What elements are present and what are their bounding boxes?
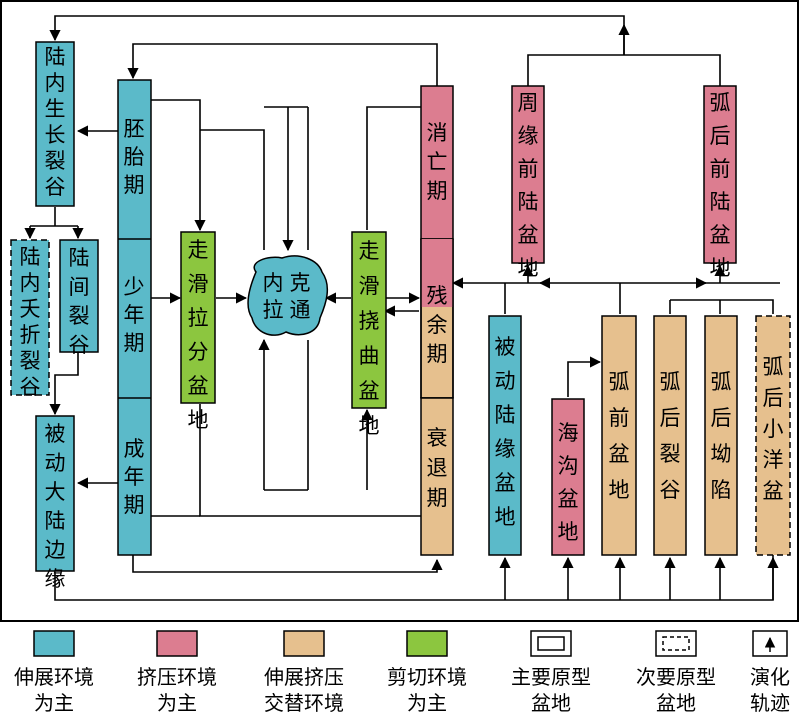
rift-growth-label: 陆内生长裂谷: [45, 45, 66, 199]
stage-remnant-label: 残余期: [427, 284, 448, 366]
backarc-ocean-label: 弧后小洋盆: [763, 355, 784, 503]
strike-pull-label: 走滑拉分盆地: [188, 238, 209, 432]
backarc-sag-label: 弧后坳陷: [711, 370, 732, 502]
backarc-rift-label: 弧后裂谷: [660, 370, 681, 502]
legend-swatch-track: [752, 630, 788, 657]
decline-column: [420, 85, 454, 556]
backarc-sag-box: [704, 315, 738, 556]
svg-text:拉: 拉: [263, 298, 284, 322]
strike-flex-label: 走滑挠曲盆地: [359, 239, 380, 438]
stage-embryo-label: 胚胎期: [124, 117, 145, 197]
foreland-backarc-label: 弧后前陆盆地: [710, 91, 731, 280]
legend-swatch-primary: [530, 630, 572, 657]
craton-blob: [247, 255, 329, 336]
legend-label-compression: 挤压环境为主: [137, 665, 217, 715]
rift-growth-box: [35, 41, 75, 207]
rift-failed-label: 陆内夭折裂谷: [20, 245, 41, 399]
legend-label-secondary: 次要原型盆地: [636, 665, 716, 715]
backarc-ocean-box: [755, 315, 791, 556]
rift-failed-box: [10, 239, 50, 396]
legend-label-primary: 主要原型盆地: [511, 665, 591, 715]
strike-flex-box: [351, 231, 387, 409]
legend-label-shear: 剪切环境为主: [387, 665, 467, 715]
legend: 伸展环境为主 挤压环境为主 伸展挤压交替环境 剪切环境为主 主要原型盆地 次要原…: [14, 630, 790, 715]
legend-swatch-secondary: [655, 630, 697, 657]
foreland-peri-label: 周缘前陆盆地: [518, 91, 539, 280]
forearc-label: 弧前盆地: [609, 370, 630, 502]
passive-margin-basin-box: [488, 315, 522, 556]
stage-fading-label: 衰退期: [427, 426, 448, 510]
trench-label: 海沟盆地: [558, 421, 579, 544]
legend-swatch-extension: [33, 630, 75, 657]
connectors: [24, 15, 780, 601]
rift-inter-box: [59, 239, 99, 353]
stage-column: [117, 79, 152, 556]
rift-inter-label: 陆间裂谷: [69, 246, 90, 357]
svg-text:内: 内: [263, 271, 284, 295]
strike-pull-box: [180, 231, 216, 404]
backarc-rift-box: [653, 315, 687, 556]
legend-label-alternating: 伸展挤压交替环境: [264, 665, 344, 715]
craton-label: 克 内 拉 通: [263, 271, 311, 322]
svg-text:克: 克: [290, 271, 311, 295]
legend-label-track: 演化轨迹: [750, 665, 790, 715]
passive-margin-basin-label: 被动陆缘盆地: [495, 335, 516, 529]
stage-young-label: 少年期: [124, 275, 145, 355]
legend-swatch-shear: [406, 630, 448, 657]
svg-text:通: 通: [290, 298, 311, 322]
trench-box: [551, 398, 585, 556]
foreland-backarc-box: [703, 85, 737, 264]
stage-adult-label: 成年期: [124, 437, 145, 517]
forearc-box: [601, 315, 637, 556]
stage-decline-label: 消亡期: [427, 121, 448, 203]
foreland-peri-box: [511, 85, 545, 264]
legend-swatch-compression: [156, 630, 198, 657]
diagram-frame: [0, 0, 799, 622]
passive-margin-big-box: [35, 415, 75, 572]
legend-label-extension: 伸展环境为主: [14, 665, 94, 715]
legend-swatch-alternating: [283, 630, 325, 657]
passive-margin-big-label: 被动大陆边缘: [45, 422, 66, 591]
